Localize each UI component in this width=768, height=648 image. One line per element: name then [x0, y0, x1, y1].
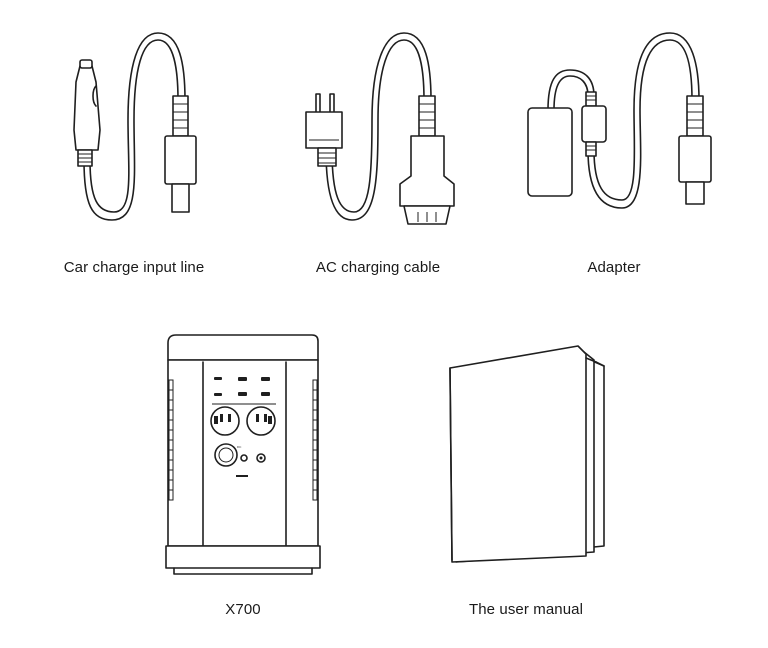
car-charger-cable-icon: [73, 32, 197, 221]
power-adapter-icon: [527, 32, 712, 209]
manual-caption: The user manual: [468, 601, 584, 618]
svg-text:DC: DC: [237, 445, 241, 449]
x700-caption: X700: [225, 601, 261, 618]
car-charge-caption: Car charge input line: [63, 259, 205, 276]
ac-power-cable-icon: [305, 32, 455, 225]
adapter-caption: Adapter: [587, 259, 641, 276]
user-manual-booklet-icon: [449, 345, 605, 563]
power-station-icon: DC: [165, 334, 321, 575]
ac-cable-caption: AC charging cable: [315, 259, 441, 276]
